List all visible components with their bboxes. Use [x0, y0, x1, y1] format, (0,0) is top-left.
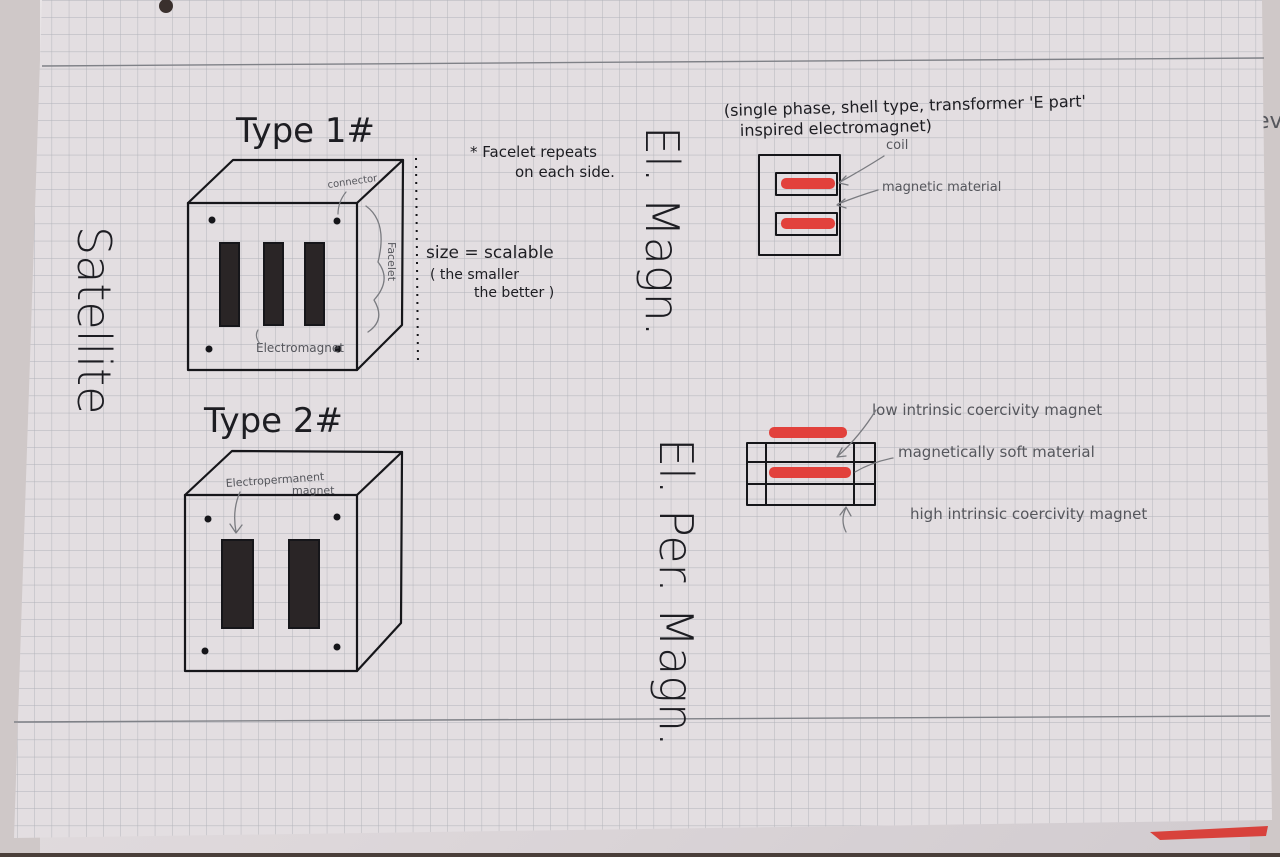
- grid-lines: [14, 0, 1272, 838]
- em-material-arrow: [836, 189, 879, 209]
- type1-facelet-label: Facelet: [385, 242, 398, 282]
- epm-high-arrow: [839, 506, 852, 533]
- epm-cross-section: [746, 442, 876, 506]
- type2-connector-dots: [201, 513, 341, 655]
- epm-soft-arrow: [854, 457, 894, 473]
- type2-label-arrow: [229, 491, 243, 534]
- binder-hole: [159, 0, 173, 13]
- em-coils: [781, 178, 835, 229]
- em-coil-label: coil: [886, 138, 908, 153]
- epm-soft-label: magnetically soft material: [898, 443, 1095, 461]
- em-cross-section: [758, 154, 841, 256]
- type1-facelet-bracket: [365, 205, 385, 333]
- em-material-label: magnetic material: [882, 180, 1001, 195]
- facelet-note-line2: on each side.: [515, 163, 615, 181]
- type1-connector-arrow: [337, 191, 347, 215]
- epm-high-label: high intrinsic coercivity magnet: [910, 505, 1147, 523]
- type1-cube: [186, 157, 419, 372]
- em-coil-arrow: [838, 155, 885, 186]
- margin-line-top: [41, 57, 1265, 67]
- el-per-magn-label: El. Per. Magn.: [649, 438, 703, 747]
- type1-electromagnet-label: Electromagnet: [256, 341, 344, 355]
- type2-label-line2: magnet: [292, 484, 335, 497]
- type1-title: Type 1#: [235, 111, 375, 151]
- type2-title: Type 2#: [203, 401, 343, 441]
- size-note-line1: size = scalable: [426, 243, 554, 263]
- type2-cube: [183, 449, 404, 673]
- type1-electromagnet-slots: [219, 242, 325, 327]
- epm-low-label: low intrinsic coercivity magnet: [872, 401, 1102, 419]
- size-note-line2: ( the smaller: [430, 267, 519, 283]
- el-magn-label: El. Magn.: [635, 126, 689, 336]
- red-page-edge: [1150, 826, 1268, 840]
- type2-electropermanent-slots: [221, 539, 320, 629]
- size-note-line3: the better ): [474, 285, 554, 301]
- margin-line-bottom: [13, 715, 1271, 723]
- type1-connector-dots: [205, 216, 342, 353]
- facelet-note-line1: * Facelet repeats: [470, 143, 597, 161]
- satellite-label: Satellite: [67, 226, 121, 414]
- epm-low-arrow: [836, 409, 877, 458]
- type1-electromagnet-arrow: [255, 329, 261, 345]
- epm-coils: [769, 427, 851, 478]
